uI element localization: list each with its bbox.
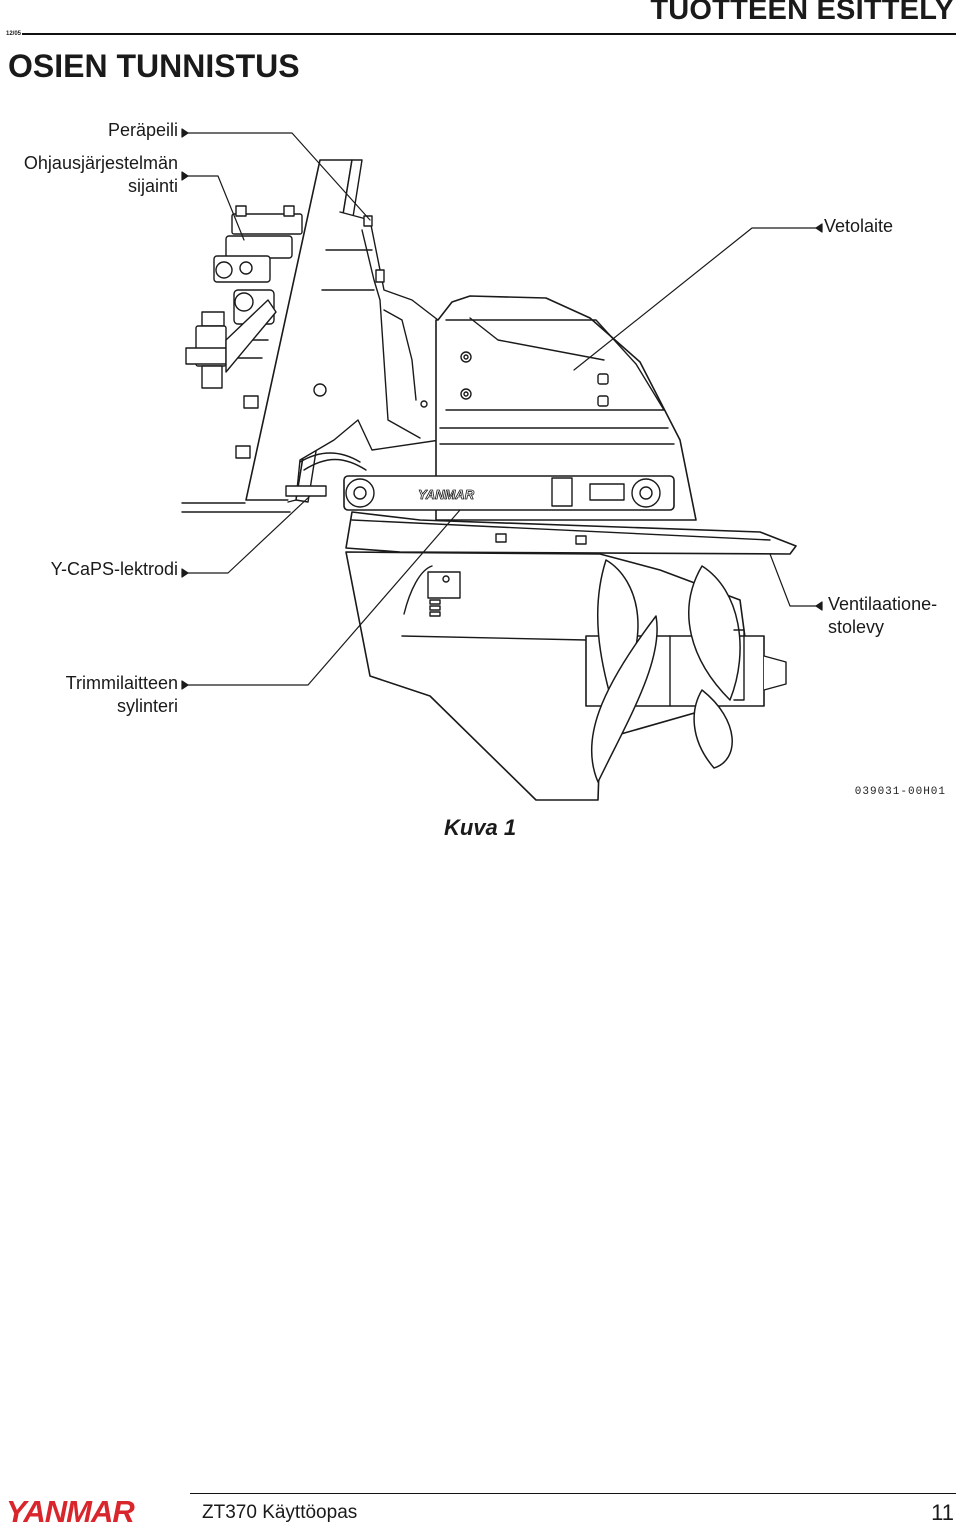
drive-logo: YANMAR xyxy=(418,487,475,502)
yanmar-logo: YANMAR xyxy=(6,1494,135,1529)
page-number: 11 xyxy=(931,1500,954,1525)
callout-ventilation-line1: Ventilaatione- xyxy=(828,594,938,614)
section-title: TUOTTEEN ESITTELY xyxy=(650,0,954,26)
callout-ventilation-line2: stolevy xyxy=(828,617,885,637)
callout-trim-line1: Trimmilaitteen xyxy=(65,673,178,693)
callout-steering-location: Ohjausjärjestelmän sijainti xyxy=(24,152,178,198)
callout-ventilation-plate: Ventilaatione- stolevy xyxy=(828,593,937,639)
leader-lines xyxy=(181,128,823,690)
callout-drive: Vetolaite xyxy=(824,216,894,236)
manual-title: ZT370 Käyttöopas xyxy=(202,1502,358,1523)
gimbal-housing xyxy=(287,211,441,503)
document-code: 12/05 xyxy=(6,31,22,37)
trim-cylinder: YANMAR xyxy=(285,452,675,511)
callout-trim-cylinder: Trimmilaitteen sylinteri xyxy=(66,672,178,718)
page-title: OSIEN TUNNISTUS xyxy=(8,48,300,84)
stern-drive-illustration: YANMAR xyxy=(181,128,823,801)
figure-code: 039031-00H01 xyxy=(854,786,946,798)
propellers xyxy=(585,559,787,783)
footer-rule xyxy=(190,1493,956,1494)
callout-transom: Peräpeili xyxy=(107,120,178,140)
callout-ycaps-electrode: Y-CaPS-lektrodi xyxy=(50,559,178,579)
callout-steering-line2: sijainti xyxy=(127,176,178,196)
upper-drive-housing xyxy=(435,295,697,521)
header-rule xyxy=(22,33,956,35)
steering-assembly xyxy=(185,205,303,459)
ventilation-plate xyxy=(345,511,797,555)
callout-trim-line2: sylinteri xyxy=(116,696,178,716)
lower-unit xyxy=(345,551,749,801)
callout-steering-line1: Ohjausjärjestelmän xyxy=(23,153,178,173)
figure-caption: Kuva 1 xyxy=(444,815,517,840)
